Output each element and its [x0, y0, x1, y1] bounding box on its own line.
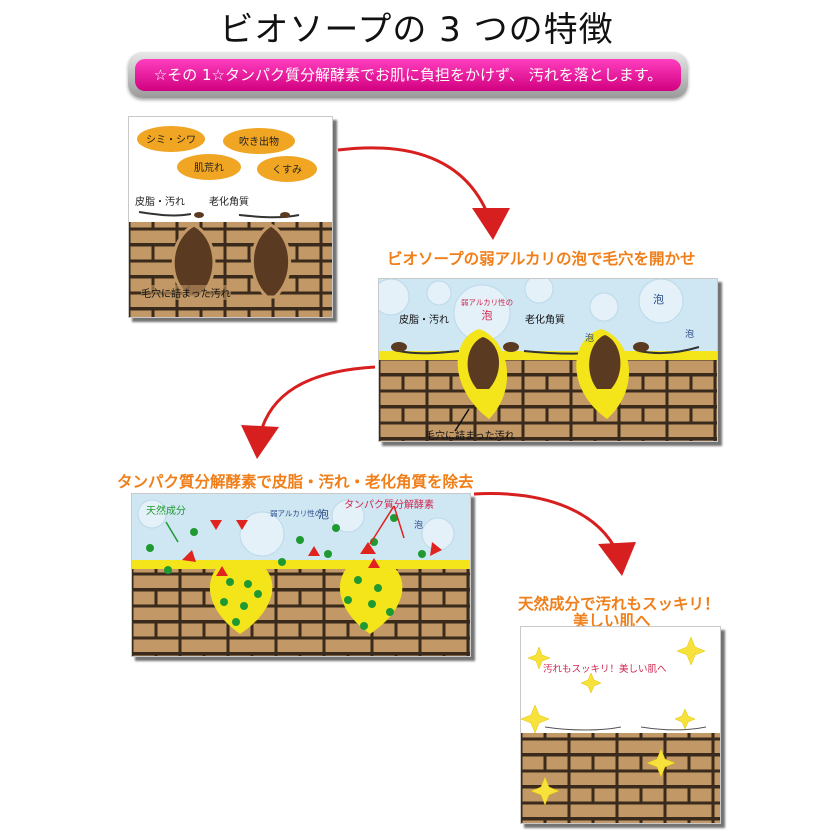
foam-label-3: 泡 [685, 330, 695, 340]
label-foam-2-3: 泡 [414, 521, 424, 531]
feature-banner-text: ☆その 1☆タンパク質分解酵素でお肌に負担をかけず、 汚れを落とします。 [135, 59, 681, 91]
step4-title-line1: 天然成分で汚れもスッキリ！ [518, 595, 720, 613]
brick-skin [129, 222, 332, 317]
bubble-spots [137, 126, 205, 152]
label-sebum-2: 皮脂・汚れ [399, 315, 449, 326]
keratin-line [238, 214, 300, 219]
step2-title: ビオソープの弱アルカリの泡で毛穴を開かせ [387, 250, 696, 268]
step4-title-line2: 美しい肌へ [573, 612, 651, 630]
label-keratin: 老化角質 [209, 197, 249, 208]
bubble-label-rough: 肌荒れ [194, 163, 224, 174]
foam-label-1: 泡 [653, 293, 664, 306]
bubble-rough [177, 154, 241, 180]
label-keratin-2: 老化角質 [525, 315, 565, 326]
label-foam-small-3: 弱アルカリ性の [270, 509, 323, 518]
panel-enzyme-removal: 天然成分 弱アルカリ性の 泡 タンパク質分解酵素 泡 [131, 493, 471, 657]
panel-clean-skin: 汚れもスッキリ！美しい肌へ [520, 626, 721, 824]
page-title: ビオソープの 3 つの特徴 [219, 10, 614, 50]
label-foam-big-3: 泡 [318, 508, 329, 521]
arrow-1 [337, 146, 510, 240]
label-enzyme: タンパク質分解酵素 [344, 500, 434, 511]
bubble-acne [223, 128, 295, 154]
bubble-label-acne: 吹き出物 [239, 137, 279, 148]
pore-dirt-2 [251, 223, 291, 299]
panel-skin-problems: シミ・シワ 吹き出物 肌荒れ くすみ 皮脂・汚れ 老化角質 毛穴に詰まった汚れ [128, 116, 333, 318]
sebum-line [138, 211, 192, 217]
label-natural: 天然成分 [146, 506, 186, 517]
step3-title: タンパク質分解酵素で皮脂・汚れ・老化角質を除去 [117, 473, 474, 491]
arrow-2 [241, 365, 376, 459]
bubble-dull [257, 156, 317, 182]
foam-label-2: 泡 [585, 334, 595, 344]
bubble-label-spots: シミ・シワ [146, 135, 196, 146]
label-sebum: 皮脂・汚れ [135, 197, 185, 208]
label-pore-2: 毛穴に詰まった汚れ [425, 431, 515, 442]
arrow-3 [473, 492, 636, 576]
panel4-caption: 汚れもスッキリ！美しい肌へ [543, 664, 667, 675]
panel-foam-opening: 弱アルカリ性の 泡 泡 泡 泡 皮脂・汚れ 老化角質 毛穴に詰まった汚れ [378, 278, 718, 442]
label-pore: 毛穴に詰まった汚れ [141, 285, 231, 300]
feature-banner: ☆その 1☆タンパク質分解酵素でお肌に負担をかけず、 汚れを落とします。 [128, 52, 688, 98]
foam-label-small: 弱アルカリ性の [460, 298, 514, 307]
dirt-1 [467, 337, 500, 389]
bubble-label-dull: くすみ [272, 165, 302, 176]
foam-label-big: 泡 [481, 309, 493, 322]
dirt-2 [589, 335, 621, 389]
pore-dirt-1 [171, 223, 216, 299]
